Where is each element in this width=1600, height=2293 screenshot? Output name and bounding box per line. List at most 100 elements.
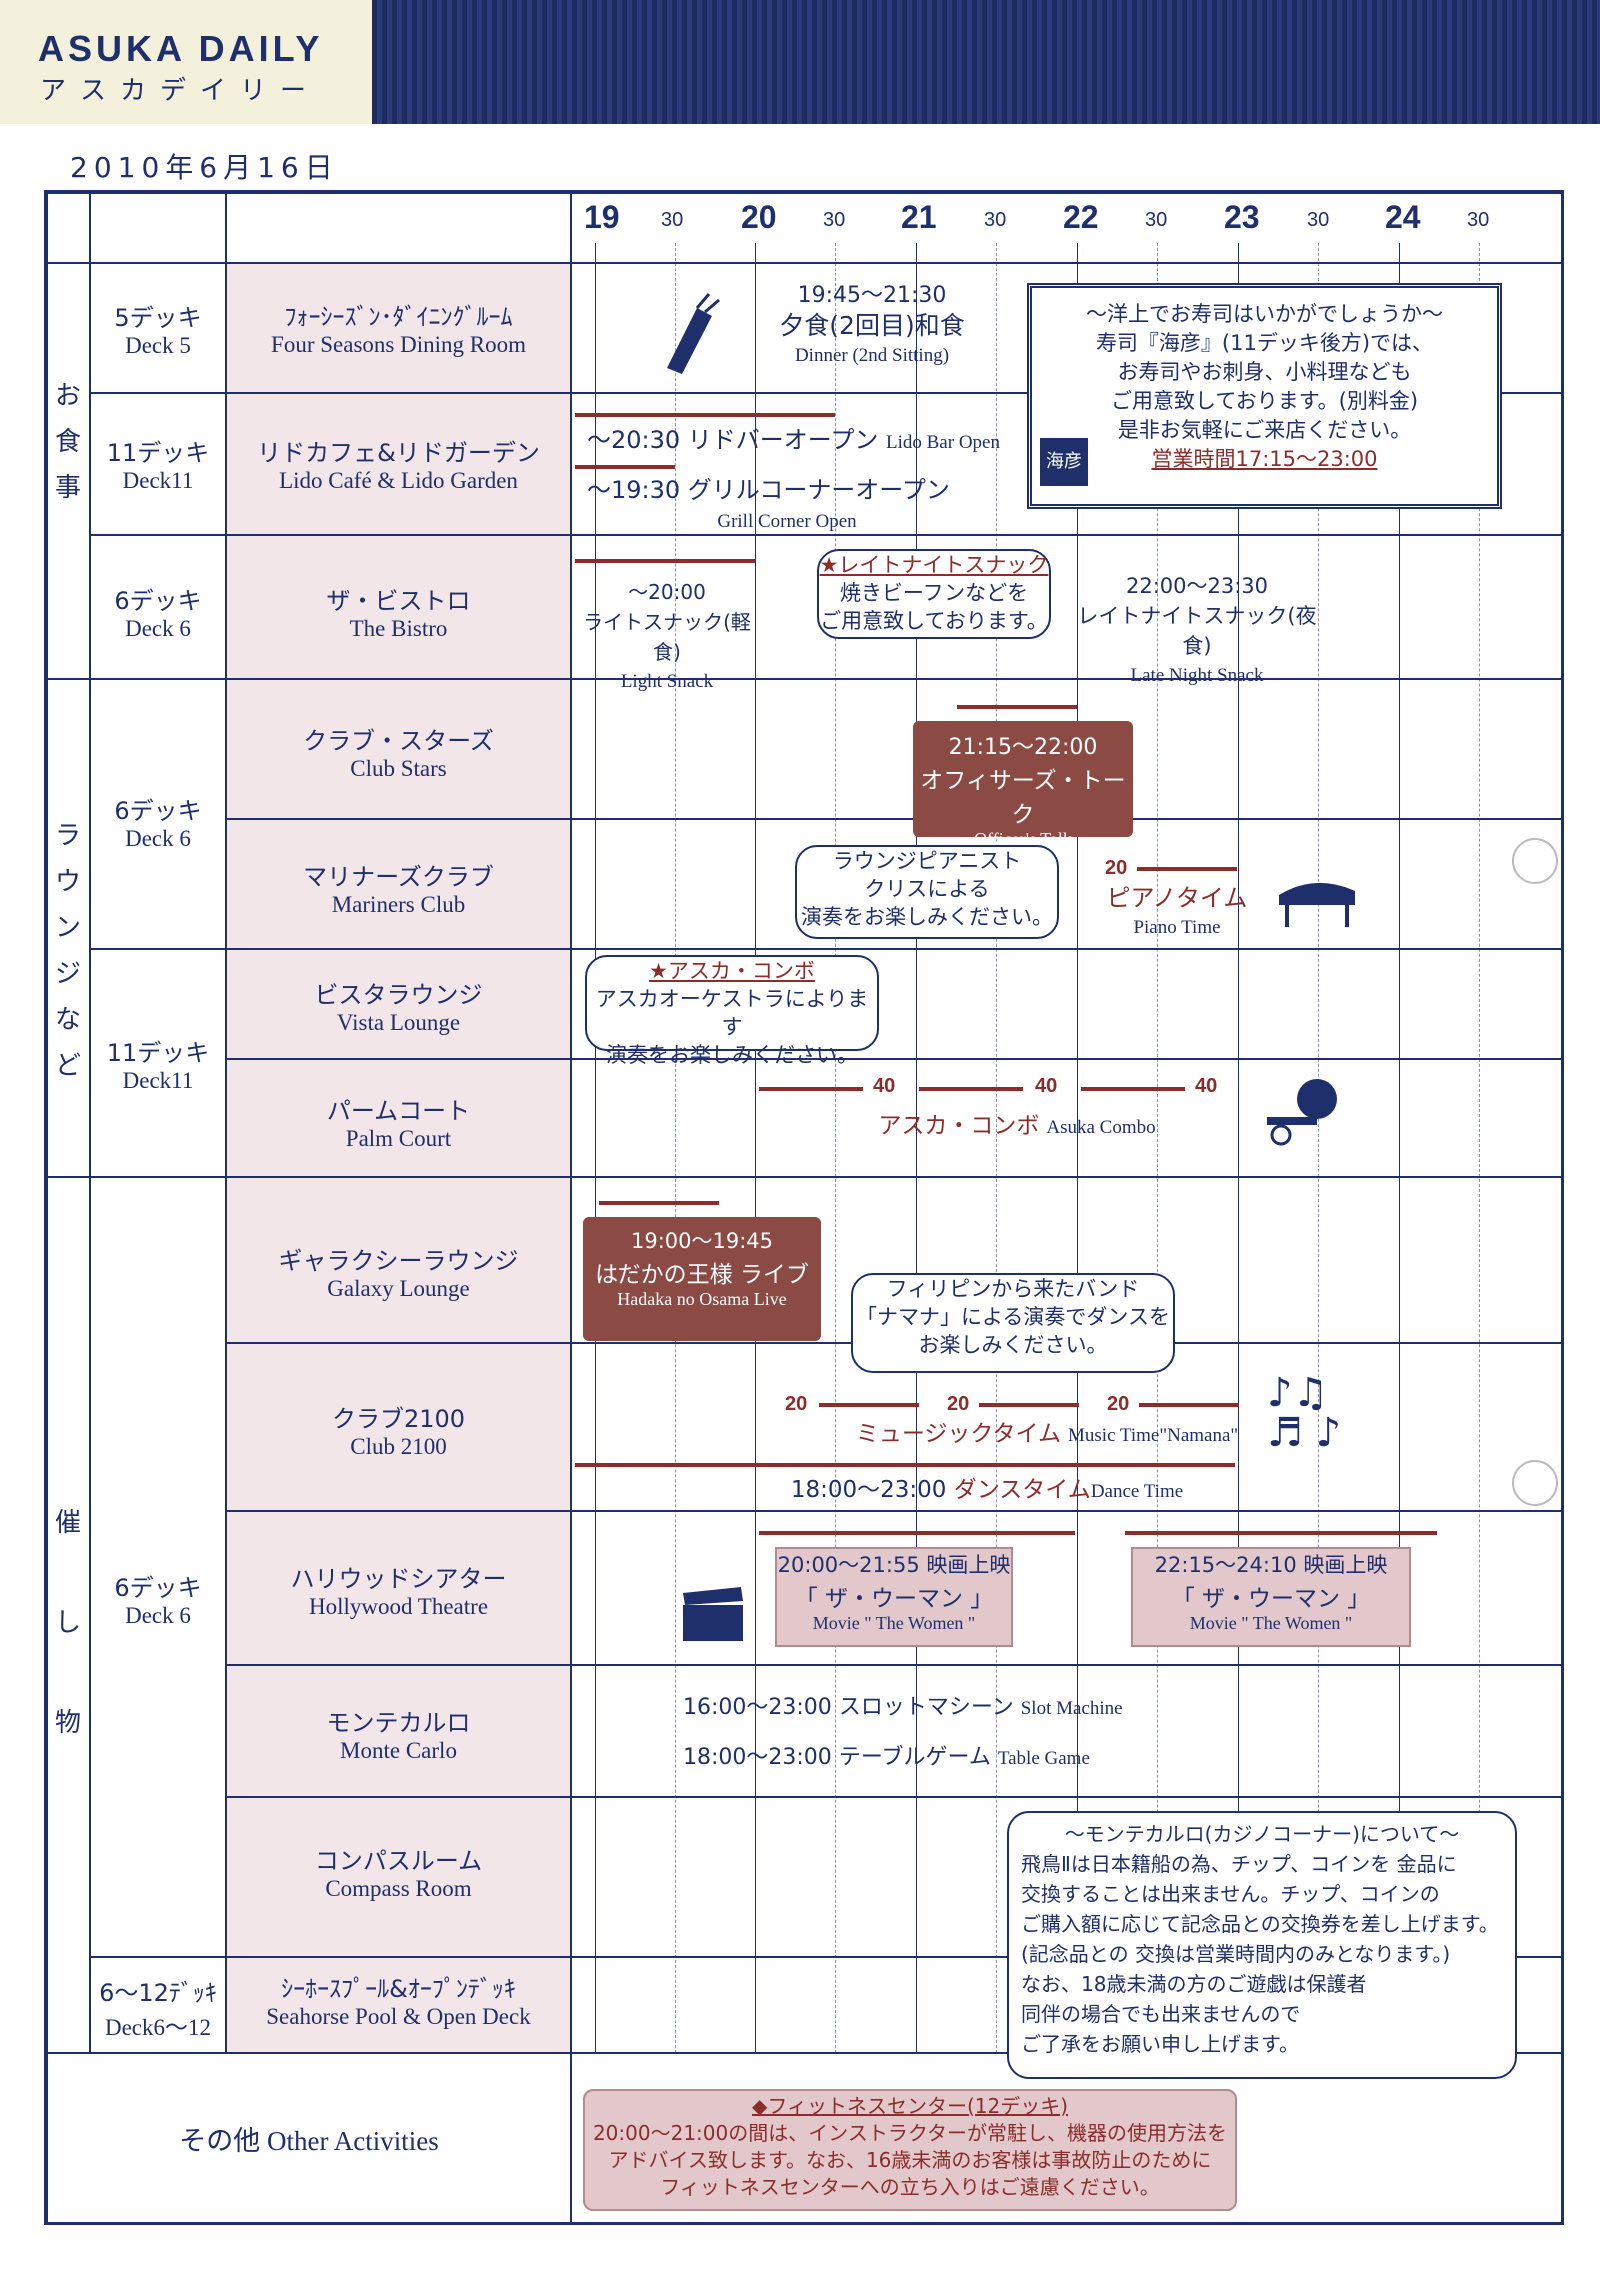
slot-event: 16:00〜23:00 スロットマシーン Slot Machine xyxy=(683,1695,1123,1720)
category-meals-cell xyxy=(47,263,90,679)
deck-cell-11a xyxy=(90,393,226,535)
category-events: 催し物 xyxy=(54,1508,81,1738)
dance-event: 18:00〜23:00 ダンスタイムDance Time xyxy=(790,1477,1184,1503)
venue-cell-vista xyxy=(226,949,571,1059)
venue-cell-monte xyxy=(226,1665,571,1797)
gridline-2430 xyxy=(1479,243,1480,2053)
time-2230: 30 xyxy=(1145,209,1168,231)
sushi-line-4: ご用意致しております。(別料金) xyxy=(1110,389,1419,413)
pianist-bubble: ラウンジピアニストクリスによる演奏をお楽しみください。 xyxy=(795,845,1059,939)
category-lounges-cell xyxy=(47,679,90,1177)
gridline-23 xyxy=(1238,243,1239,2053)
other-activities-label-cell xyxy=(47,2053,571,2225)
music-arrow-1 xyxy=(819,1403,919,1407)
sushi-line-2: 寿司『海彦』(11デッキ後方)では、 xyxy=(1095,331,1434,355)
binder-hole-bottom xyxy=(1512,1460,1558,1506)
combo-event: アスカ・コンボ Asuka Combo xyxy=(878,1113,1156,1139)
sushi-logo: 海彦 xyxy=(1040,438,1088,486)
clapperboard-icon xyxy=(683,1587,743,1641)
music-start-2: 20 xyxy=(947,1393,970,1415)
latenight-bubble: ★レイトナイトスナック 焼きビーフンなどをご用意致しております。 xyxy=(817,549,1051,639)
dinner-event: 19:45〜21:30 夕食(2回目)和食 Dinner (2nd Sittin… xyxy=(747,281,997,371)
combo-end-2: 40 xyxy=(1035,1075,1058,1097)
deck-cell-6-12 xyxy=(90,1957,226,2053)
deck-cell-6a xyxy=(90,535,226,679)
officer-event: 21:15〜22:00 オフィサーズ・トーク Officer's Talk xyxy=(913,721,1133,849)
movie1-event: 20:00〜21:55 映画上映 「 ザ・ウーマン 」 Movie " The … xyxy=(775,1547,1013,1647)
music-event: ミュージックタイム Music Time"Namana" xyxy=(855,1421,1239,1447)
row-vista xyxy=(571,949,1564,1059)
timeline-header xyxy=(571,193,1564,263)
sushi-line-1: 〜洋上でお寿司はいかがでしょうか〜 xyxy=(1086,302,1443,326)
tablegame-event: 18:00〜23:00 テーブルゲーム Table Game xyxy=(683,1745,1090,1770)
header-banner-stripes xyxy=(372,0,1600,124)
lightsnack-arrow xyxy=(575,559,755,563)
music-start-3: 20 xyxy=(1107,1393,1130,1415)
dinner-title: 夕食(2回目)和食 xyxy=(779,311,965,340)
venue-cell-palm xyxy=(226,1059,571,1177)
time-24: 24 xyxy=(1385,199,1421,235)
dinner-subtitle: Dinner (2nd Sitting) xyxy=(794,345,950,366)
music-start-1: 20 xyxy=(785,1393,808,1415)
gridline-20 xyxy=(755,243,756,2053)
time-2330: 30 xyxy=(1307,209,1330,231)
header-cell-deck xyxy=(90,193,226,263)
piano-start: 20 xyxy=(1105,857,1128,879)
venue-cell-club2100 xyxy=(226,1343,571,1511)
row-hollywood xyxy=(571,1511,1564,1665)
time-20: 20 xyxy=(741,199,777,235)
other-activities-label: その他 Other Activities xyxy=(179,2126,439,2156)
combo-end-3: 40 xyxy=(1195,1075,1218,1097)
venue-cell-mariners xyxy=(226,819,571,949)
gridline-19 xyxy=(595,243,596,2053)
venue-cell-hollywood xyxy=(226,1511,571,1665)
schedule-grid: 19 30 20 30 21 30 22 30 23 30 24 30 お食事 … xyxy=(44,190,1564,2225)
gridline-2230 xyxy=(1157,243,1158,2053)
deck-cell-6b xyxy=(90,679,226,949)
row-palm xyxy=(571,1059,1564,1177)
gridline-2030 xyxy=(835,243,836,2053)
combo-arrow-1 xyxy=(759,1087,863,1091)
piano-icon xyxy=(1279,882,1355,927)
brand-title: ASUKA DAILY xyxy=(38,28,324,69)
header-cell-blank xyxy=(47,193,90,263)
venue-cell-galaxy xyxy=(226,1177,571,1343)
deck-cell-6c xyxy=(90,1177,226,1957)
venue-cell-compass xyxy=(226,1797,571,1957)
brand-kana: アスカデイリー xyxy=(40,76,321,106)
sushi-line-5: 是非お気軽にご来店ください。 xyxy=(1117,418,1412,442)
hadaka-arrow xyxy=(599,1201,719,1205)
music-notes-icon: ♪♫♬ ♪ xyxy=(1267,1370,1342,1456)
casino-notice: 〜モンテカルロ(カジノコーナー)について〜 飛鳥Ⅱは日本籍船の為、チップ、コイン… xyxy=(1007,1811,1517,2079)
combo-arrow-3 xyxy=(1081,1087,1185,1091)
sushi-hours: 営業時間17:15〜23:00 xyxy=(1151,447,1378,471)
gridline-2330 xyxy=(1318,243,1319,2053)
gridline-24 xyxy=(1399,243,1400,2053)
row-bistro xyxy=(571,535,1564,679)
combo-end-1: 40 xyxy=(873,1075,896,1097)
trumpet-icon xyxy=(1267,1079,1337,1146)
deck-cell-5 xyxy=(90,263,226,393)
piano-arrow xyxy=(1137,867,1237,871)
champagne-icon xyxy=(667,293,720,374)
dance-arrow xyxy=(575,1463,1235,1467)
row-monte xyxy=(571,1665,1564,1797)
dinner-time: 19:45〜21:30 xyxy=(797,283,947,308)
